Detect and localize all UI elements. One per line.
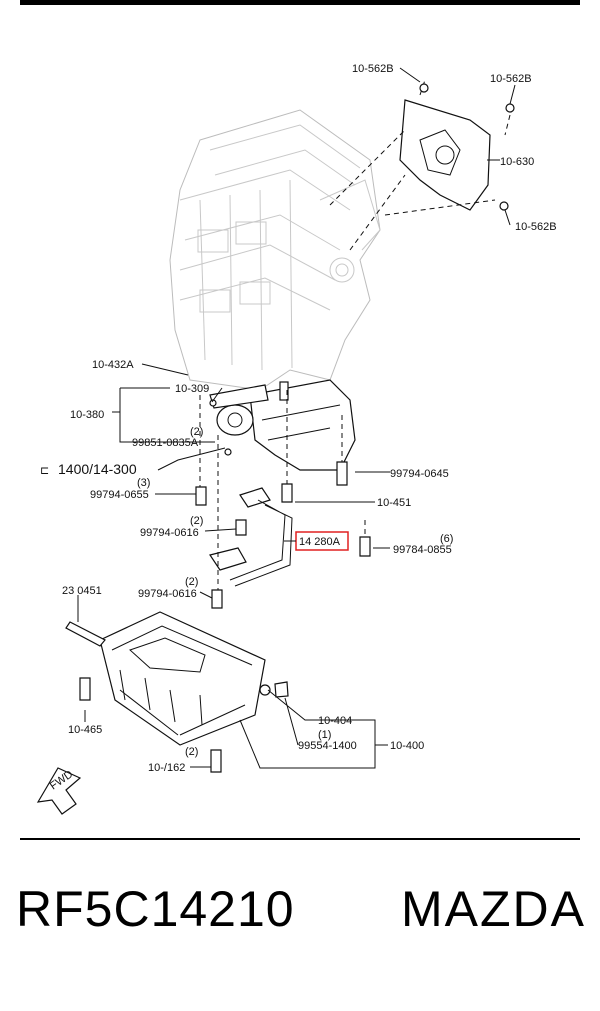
callout-10-562b-bottom: 10-562B [515,221,557,233]
callout-10-432a: 10-432A [92,359,134,371]
reference-bracket-icon: ⊏ [40,465,49,477]
callout-10-380: 10-380 [70,409,104,421]
engine-block-outline [169,109,381,391]
qty-label: (2) [185,746,198,758]
qty-label: (2) [190,426,203,438]
callout-99554-1400: 99554-1400 [298,740,357,752]
callout-10-562b-right: 10-562B [490,73,532,85]
callout-10-400: 10-400 [390,740,424,752]
callout-99784-0855: 99784-0855 [393,544,452,556]
part-caption: RF5C14210 MAZDA [0,880,600,990]
brand-name: MAZDA [401,881,586,937]
callout-10-404: 10-404 [318,715,352,727]
footer-rule [20,838,580,840]
callout-99794-0655: 99794-0655 [90,489,149,501]
callout-1400-14300: 1400/14-300 [58,461,137,477]
callout-10-309: 10-309 [175,383,209,395]
callout-leaders [84,67,516,769]
dipstick-tube [65,595,106,647]
callout-99794-0616-a: 99794-0616 [140,527,199,539]
exploded-parts-diagram: FWD 10-562B 10-562B 10-630 10-562B [36,63,557,815]
qty-label: (1) [318,729,331,741]
callout-10-7162: 10-/162 [148,762,185,774]
qty-label: (2) [190,515,203,527]
top-rule [20,0,580,5]
front-cover-plate [329,79,511,251]
oil-pan [99,611,266,746]
callout-23-0451: 23 0451 [62,585,102,597]
callout-10-630: 10-630 [500,156,534,168]
callout-10-562b-top: 10-562B [352,63,394,75]
callout-99794-0645: 99794-0645 [390,468,449,480]
callout-99794-0616-b: 99794-0616 [138,588,197,600]
drain-plug [259,681,289,698]
callout-99851-0835a: 99851-0835A [132,437,199,449]
callout-14-280a: 14 280A [299,536,341,548]
part-number: RF5C14210 [16,881,295,937]
qty-label: (6) [440,533,453,545]
qty-label: (2) [185,576,198,588]
bolt-icon [419,83,515,211]
oil-strainer-pipe [209,487,349,587]
qty-label: (3) [137,477,150,489]
oil-pump-housing [209,379,356,471]
vertical-bolt-icon [79,390,371,773]
forward-arrow-icon: FWD [36,767,82,815]
callout-10-465: 10-465 [68,724,102,736]
callout-10-451: 10-451 [377,497,411,509]
